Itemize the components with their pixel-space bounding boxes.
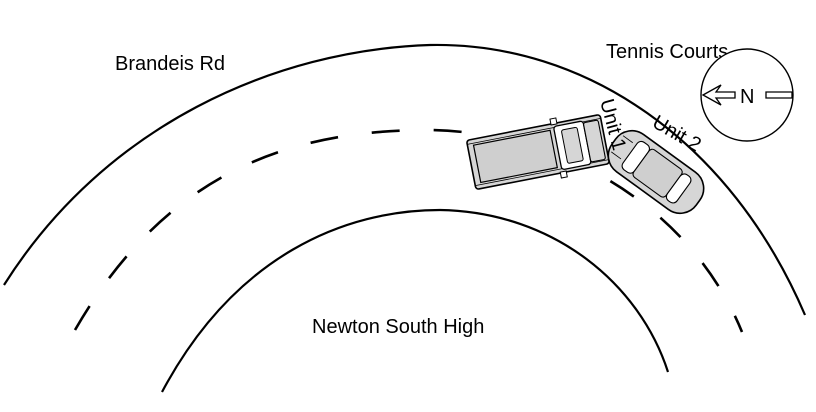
landmark-top-label: Tennis Courts [606, 41, 728, 63]
compass: N [700, 48, 794, 142]
unit-2-rear-window [665, 173, 692, 204]
landmark-bottom-label: Newton South High [312, 316, 484, 338]
street-label: Brandeis Rd [115, 53, 225, 75]
north-arrow-icon [701, 84, 793, 106]
road-inner-edge [161, 208, 670, 393]
compass-circle [700, 48, 794, 142]
unit-1-hood [583, 119, 606, 163]
unit-1-bed [472, 129, 559, 184]
vehicle-unit-1 [466, 114, 610, 190]
compass-direction-label: N [740, 86, 754, 108]
road-outer-edge [3, 43, 807, 316]
vehicle-unit-2 [607, 129, 705, 215]
road-center-line [73, 128, 744, 333]
